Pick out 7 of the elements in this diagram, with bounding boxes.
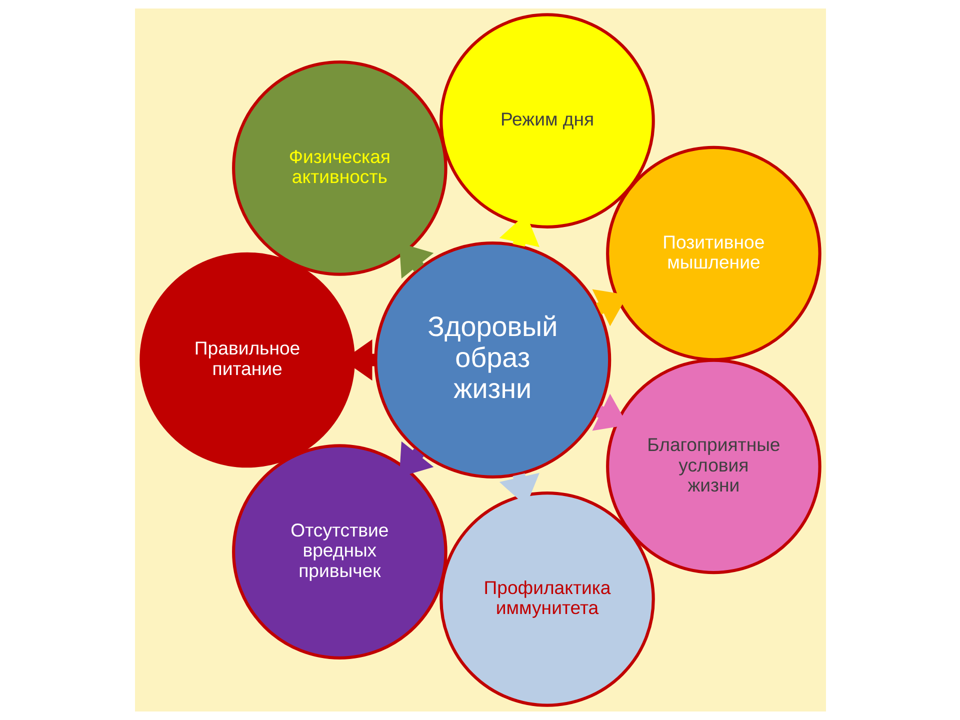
node-circle: Правильное питание xyxy=(139,252,354,468)
node-circle: Физическая активность xyxy=(232,60,447,276)
node-circle: Благоприятные условия жизни xyxy=(606,358,821,574)
node-circle: Позитивное мышление xyxy=(606,146,821,362)
node-circle: Профилактика иммунитета xyxy=(439,492,654,707)
node-circle: Режим дня xyxy=(439,13,654,228)
node-circle: Отсутствие вредных привычек xyxy=(232,444,447,660)
